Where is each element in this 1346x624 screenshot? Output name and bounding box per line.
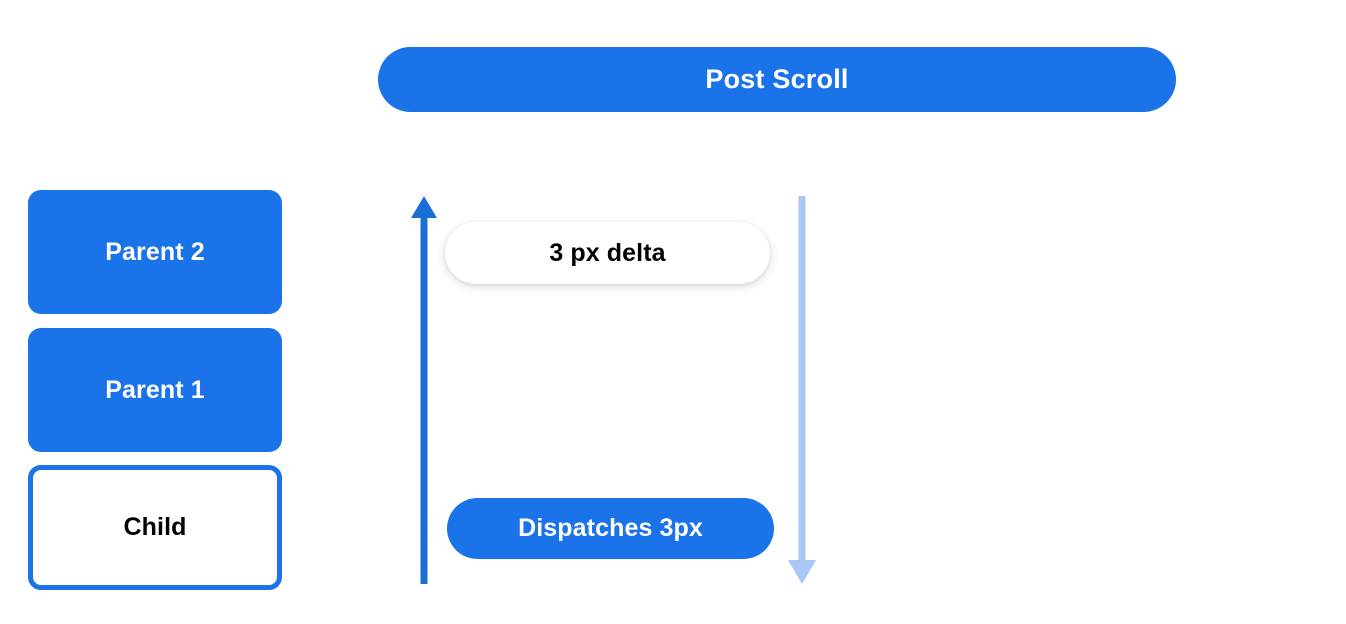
post-scroll-header: Post Scroll — [378, 47, 1176, 112]
post-scroll-header-label: Post Scroll — [705, 64, 849, 94]
delta-pill-label: 3 px delta — [549, 238, 666, 267]
box-parent-1: Parent 1 — [28, 328, 282, 452]
box-parent-2-label: Parent 2 — [105, 237, 205, 266]
scroll-dispatch-down-arrow-icon — [788, 196, 816, 584]
box-child: Child — [28, 465, 282, 590]
dispatch-pill-label: Dispatches 3px — [518, 514, 703, 542]
box-child-label: Child — [123, 513, 187, 541]
delta-pill: 3 px delta — [445, 222, 770, 284]
box-parent-1-label: Parent 1 — [105, 375, 205, 404]
dispatch-pill: Dispatches 3px — [447, 498, 774, 559]
box-parent-2: Parent 2 — [28, 190, 282, 314]
scroll-propagation-up-arrow-icon — [411, 196, 437, 584]
